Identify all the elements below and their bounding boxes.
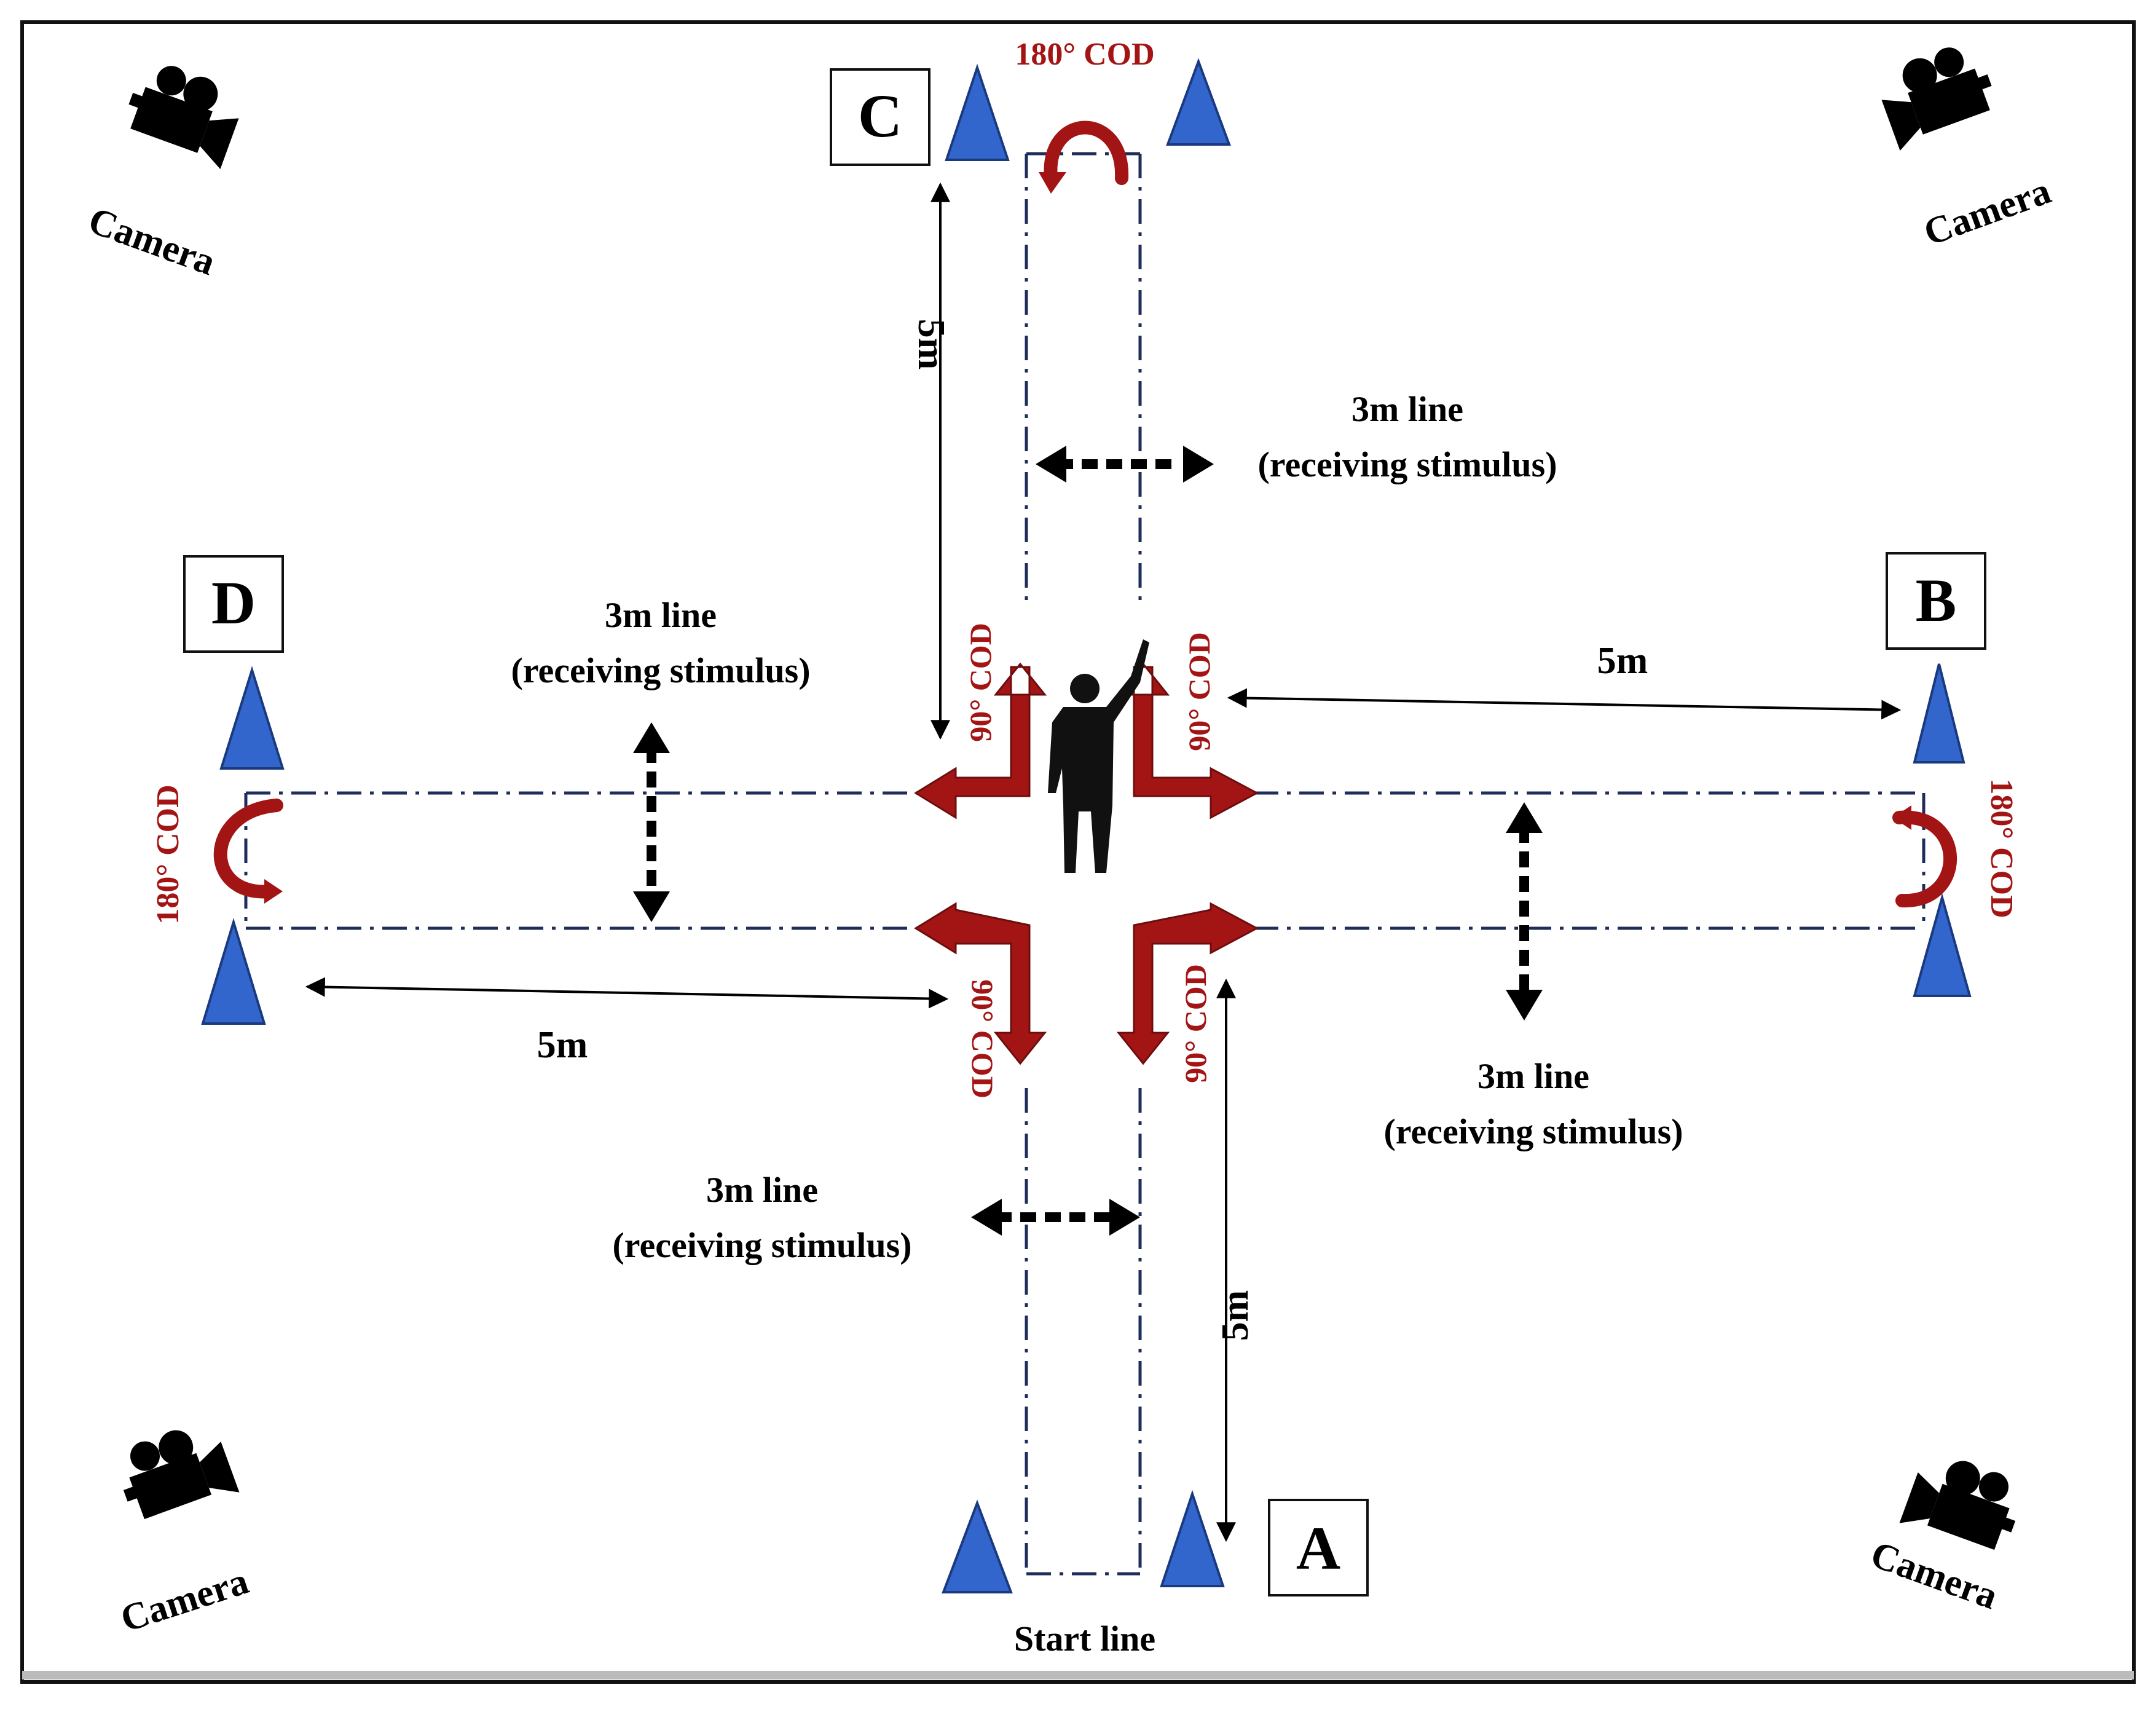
measure-arrows xyxy=(305,182,1902,1542)
cod-180-heads xyxy=(264,172,1911,904)
frame-shadow xyxy=(22,1671,2134,1679)
label-3m-top: 3m line xyxy=(1351,389,1463,429)
cod-180-top xyxy=(1044,120,1129,185)
cone-a-right xyxy=(1160,1490,1225,1587)
cod-90-lower-right xyxy=(1116,902,1259,1065)
stimulus-arrows xyxy=(647,459,1529,1222)
label-c: C xyxy=(858,82,902,150)
frame xyxy=(20,20,2136,1684)
cone-b-top xyxy=(1913,663,1965,764)
label-3m-right: 3m line xyxy=(1477,1056,1589,1096)
point-boxes xyxy=(183,68,1986,1597)
label-180-right: 180° COD xyxy=(1984,778,2019,918)
measure-right-5m xyxy=(1227,688,1902,720)
label-90-upper-right: 90° COD xyxy=(1182,632,1216,751)
label-90-upper-left: 90° COD xyxy=(963,623,997,742)
label-receiving-bottom: (receiving stimulus) xyxy=(612,1225,911,1265)
label-a: A xyxy=(1296,1514,1340,1582)
cod-180-right xyxy=(1892,810,1957,908)
label-receiving-top: (receiving stimulus) xyxy=(1257,444,1557,484)
label-5m-top: 5m xyxy=(910,319,952,370)
cod-180-left xyxy=(213,799,283,899)
label-90-lower-left: 90° COD xyxy=(966,979,1000,1099)
label-b: B xyxy=(1916,566,1957,634)
cone-a-left xyxy=(942,1499,1013,1593)
cone-c-right xyxy=(1166,58,1231,146)
cone-b-bottom xyxy=(1913,893,1972,997)
cod-90-arrows xyxy=(914,662,1259,1065)
label-90-lower-right: 90° COD xyxy=(1178,964,1213,1083)
label-3m-bottom: 3m line xyxy=(706,1170,818,1210)
label-start-line: Start line xyxy=(1014,1619,1155,1659)
cones xyxy=(201,58,1972,1593)
athlete-icon xyxy=(1048,639,1149,873)
label-receiving-left: (receiving stimulus) xyxy=(511,650,810,690)
label-5m-bottom: 5m xyxy=(1214,1290,1256,1341)
box-d xyxy=(183,555,284,653)
label-3m-left: 3m line xyxy=(605,595,717,635)
label-d: D xyxy=(211,569,256,637)
box-c xyxy=(830,68,930,166)
cone-d-top xyxy=(219,666,285,770)
label-5m-left: 5m xyxy=(537,1024,588,1066)
box-a xyxy=(1268,1499,1369,1597)
cone-c-left xyxy=(945,63,1010,161)
stimulus-arrow-heads xyxy=(633,446,1543,1236)
cod-90-lower-left xyxy=(914,902,1047,1065)
cone-d-bottom xyxy=(201,918,266,1025)
measure-left-5m xyxy=(305,977,949,1009)
label-5m-right: 5m xyxy=(1597,640,1648,682)
cod-180-arrows xyxy=(213,120,1957,908)
stimulus-labels: 3m line (receiving stimulus) 3m line (re… xyxy=(511,389,1683,1265)
box-b xyxy=(1886,552,1986,650)
label-180-top: 180° COD xyxy=(1015,37,1154,72)
cod-90-upper-left xyxy=(914,662,1047,819)
label-180-left: 180° COD xyxy=(151,784,186,924)
lane-lines xyxy=(244,152,1926,1576)
label-receiving-right: (receiving stimulus) xyxy=(1383,1111,1683,1151)
